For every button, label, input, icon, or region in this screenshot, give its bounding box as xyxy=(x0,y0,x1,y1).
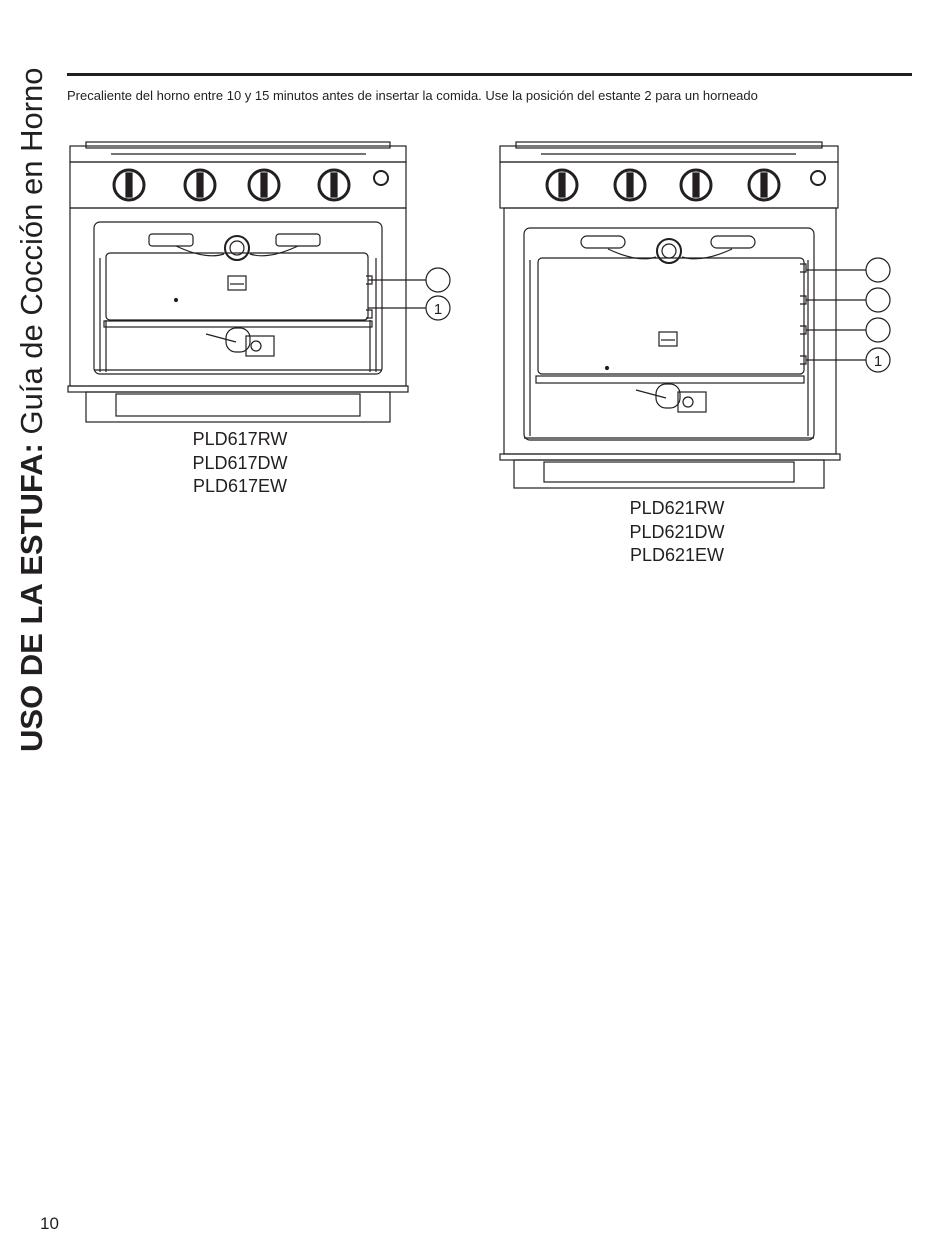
fan-vent-icon xyxy=(228,276,246,290)
control-panel xyxy=(500,162,838,208)
burner-knob-1-icon xyxy=(547,170,577,200)
burner-knob-1-icon xyxy=(114,170,144,200)
igniter-icon xyxy=(678,392,706,412)
oven-figure-small: 1 xyxy=(66,140,460,430)
model-number: PLD617RW xyxy=(140,428,340,452)
storage-drawer xyxy=(514,460,824,488)
rack-position-callout xyxy=(866,288,890,312)
rack-position-callout xyxy=(866,318,890,342)
light-button-icon xyxy=(811,171,825,185)
rack-position-callout xyxy=(426,268,450,292)
burner-knob-3-icon xyxy=(681,170,711,200)
oven-figure-large: 1 xyxy=(496,140,896,495)
model-number: PLD621RW xyxy=(577,497,777,521)
intro-paragraph: Precaliente del horno entre 10 y 15 minu… xyxy=(67,87,917,104)
section-title: USO DE LA ESTUFA: Guía de Cocción en Hor… xyxy=(14,67,50,752)
rack-label: 1 xyxy=(434,301,442,318)
oven-body xyxy=(504,208,836,454)
oven-back-panel xyxy=(106,253,368,320)
fan-vent-icon xyxy=(659,332,677,346)
control-panel xyxy=(70,162,406,208)
model-list-large: PLD621RW PLD621DW PLD621EW xyxy=(577,497,777,568)
section-title-light: Guía de Cocción en Horno xyxy=(14,67,49,443)
oven-body xyxy=(70,208,406,386)
rack-position-callout xyxy=(866,258,890,282)
rack-label: 1 xyxy=(874,353,882,370)
model-number: PLD621DW xyxy=(577,521,777,545)
oven-knob-icon xyxy=(749,170,779,200)
burner-knob-3-icon xyxy=(249,170,279,200)
storage-drawer xyxy=(86,392,390,422)
model-number: PLD617EW xyxy=(140,475,340,499)
model-number: PLD617DW xyxy=(140,452,340,476)
burner-knob-2-icon xyxy=(615,170,645,200)
light-button-icon xyxy=(374,171,388,185)
oven-rack xyxy=(536,376,804,383)
oven-rack xyxy=(104,321,372,327)
model-number: PLD621EW xyxy=(577,544,777,568)
burner-knob-2-icon xyxy=(185,170,215,200)
oven-knob-icon xyxy=(319,170,349,200)
header-rule xyxy=(67,73,912,76)
model-list-small: PLD617RW PLD617DW PLD617EW xyxy=(140,428,340,499)
page-number: 10 xyxy=(40,1214,59,1234)
section-title-bold: USO DE LA ESTUFA: xyxy=(14,443,49,752)
oven-back-panel xyxy=(538,258,804,374)
